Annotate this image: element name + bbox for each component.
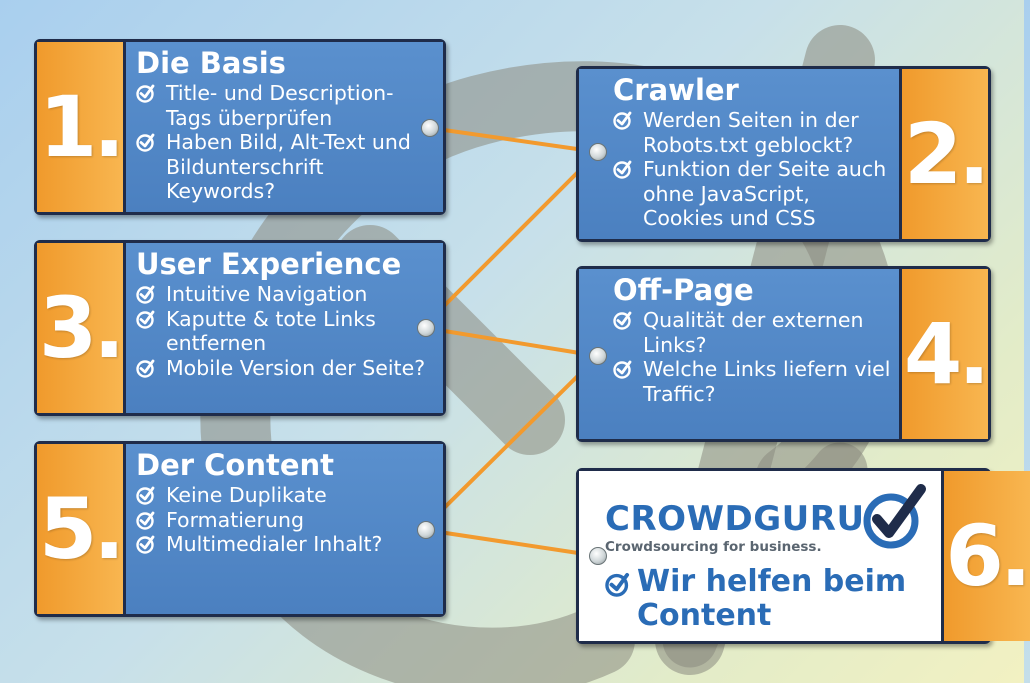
checklist-item: Funktion der Seite auch ohne JavaScript,…	[613, 157, 891, 231]
logo-text: CROWDGURU Crowdsourcing for business.	[605, 481, 865, 555]
checklist-item: Haben Bild, Alt-Text und Bildunterschrif…	[136, 130, 435, 204]
checkmark-circle-icon	[136, 282, 166, 306]
claim: Wir helfen beim Content	[605, 565, 931, 633]
checklist-item-text: Qualität der externen Links?	[643, 308, 864, 357]
card-divider	[899, 269, 902, 439]
checklist-item-text: Kaputte & tote Links entfernen	[166, 306, 376, 356]
step-number: 4.	[902, 269, 990, 439]
checklist-item: Keine Duplikate	[136, 483, 435, 508]
card-content: User Experience Intuitive Navigation Kap…	[126, 243, 443, 413]
checklist-item: Welche Links liefern viel Traffic?	[613, 357, 891, 406]
checklist-item: Kaputte & tote Links entfernen	[136, 307, 435, 356]
checkmark-circle-icon	[136, 356, 166, 380]
step-card-6: CROWDGURU Crowdsourcing for business. Wi…	[576, 468, 1030, 644]
step-number: 1.	[37, 42, 125, 212]
checklist-item-text: Keine Duplikate	[166, 483, 327, 507]
checklist-item-text: Werden Seiten in der Robots.txt geblockt…	[643, 108, 859, 157]
step-card-3: 3. User Experience Intuitive Navigation …	[34, 240, 446, 416]
card-divider	[123, 444, 126, 614]
checkmark-circle-icon	[605, 565, 637, 633]
checklist: Keine Duplikate Formatierung Multimedial…	[136, 483, 435, 557]
card-title: Der Content	[136, 448, 335, 482]
checklist-item: Intuitive Navigation	[136, 282, 435, 307]
connector-knob	[421, 119, 439, 137]
checkmark-circle-icon	[136, 532, 166, 556]
checklist: Title- und Description-Tags überprüfen H…	[136, 81, 435, 204]
card-title: Die Basis	[136, 46, 286, 80]
claim-text: Wir helfen beim Content	[637, 564, 907, 633]
checkmark-circle-icon	[136, 483, 166, 507]
checkmark-circle-icon	[136, 307, 166, 331]
card-title: Off-Page	[613, 273, 754, 307]
checkmark-circle-icon	[613, 357, 643, 381]
checklist-item: Title- und Description-Tags überprüfen	[136, 81, 435, 130]
checklist: Werden Seiten in der Robots.txt geblockt…	[613, 108, 891, 231]
checkmark-circle-icon	[136, 130, 166, 154]
card-title: User Experience	[136, 247, 402, 281]
checkmark-circle-icon	[613, 157, 643, 181]
connector-knob	[589, 347, 607, 365]
checkmark-circle-icon	[136, 508, 166, 532]
step-card-5: 5. Der Content Keine Duplikate Formatier…	[34, 441, 446, 617]
checklist-item-text: Title- und Description-Tags überprüfen	[166, 81, 394, 130]
step-number: 3.	[37, 243, 125, 413]
checkmark-circle-icon	[613, 308, 643, 332]
connector-knob	[417, 319, 435, 337]
connector-knob	[589, 143, 607, 161]
crowdguru-logo: CROWDGURU Crowdsourcing for business.	[605, 481, 931, 555]
checklist-item-text: Intuitive Navigation	[166, 282, 368, 306]
checklist-item-text: Mobile Version der Seite?	[166, 355, 426, 380]
card-content: CROWDGURU Crowdsourcing for business. Wi…	[579, 471, 941, 641]
checkmark-circle-icon	[136, 81, 166, 105]
connector-knob	[589, 547, 607, 565]
checklist-item: Formatierung	[136, 508, 435, 533]
logo-wordmark: CROWDGURU	[605, 499, 865, 539]
logo-tagline: Crowdsourcing for business.	[605, 539, 822, 555]
card-divider	[899, 69, 902, 239]
checklist: Qualität der externen Links? Welche Link…	[613, 308, 891, 406]
checklist-item: Werden Seiten in der Robots.txt geblockt…	[613, 108, 891, 157]
checkmark-circle-icon	[613, 108, 643, 132]
checklist-item-text: Funktion der Seite auch ohne JavaScript,…	[643, 157, 887, 230]
connector-knob	[417, 521, 435, 539]
step-number: 5.	[37, 444, 125, 614]
card-divider	[940, 471, 944, 641]
card-content: Die Basis Title- und Description-Tags üb…	[126, 42, 443, 212]
checklist-item-text: Welche Links liefern viel Traffic?	[643, 357, 891, 406]
step-card-2: Crawler Werden Seiten in der Robots.txt …	[576, 66, 991, 242]
checklist-item: Multimedialer Inhalt?	[136, 532, 435, 557]
checklist: Intuitive Navigation Kaputte & tote Link…	[136, 282, 435, 380]
card-content: Crawler Werden Seiten in der Robots.txt …	[579, 69, 899, 239]
checklist-item-text: Formatierung	[166, 507, 304, 532]
checklist-item: Qualität der externen Links?	[613, 308, 891, 357]
step-card-1: 1. Die Basis Title- und Description-Tags…	[34, 39, 446, 215]
card-content: Off-Page Qualität der externen Links? We…	[579, 269, 899, 439]
card-content: Der Content Keine Duplikate Formatierung…	[126, 444, 443, 614]
step-number: 2.	[902, 69, 990, 239]
card-divider	[123, 243, 126, 413]
step-number: 6.	[943, 471, 1030, 641]
crowdguru-checkmark-icon	[863, 484, 926, 549]
step-card-4: Off-Page Qualität der externen Links? We…	[576, 266, 991, 442]
card-title: Crawler	[613, 73, 739, 107]
checklist-item: Mobile Version der Seite?	[136, 356, 435, 381]
checklist-item-text: Haben Bild, Alt-Text und Bildunterschrif…	[166, 130, 411, 203]
card-divider	[123, 42, 126, 212]
checklist-item-text: Multimedialer Inhalt?	[166, 532, 383, 556]
